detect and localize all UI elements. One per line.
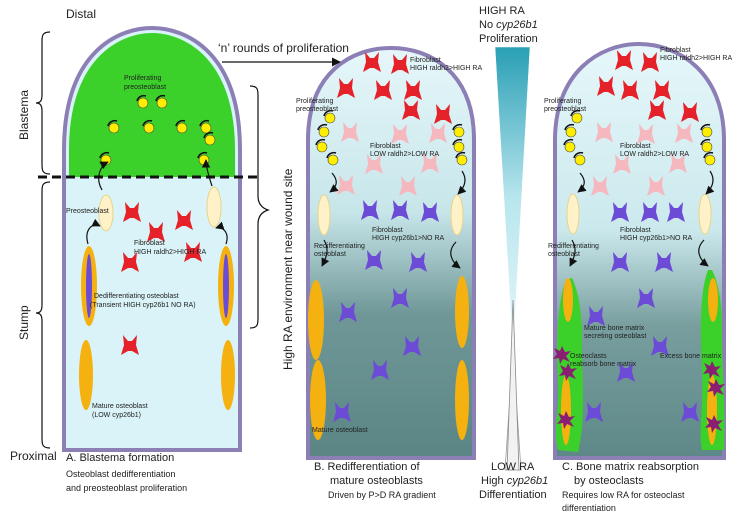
c-fib-cyp-2: HIGH cyp26b1>NO RA (620, 235, 692, 242)
c-fib-high-2: HIGH raldh2>HIGH RA (660, 55, 732, 62)
a-caption-line3: and preosteoblast proliferation (66, 483, 187, 493)
c-rediff-2: osteoblast (548, 251, 580, 258)
b-fib-low-1: Fibroblast (370, 143, 401, 150)
high-cyp26b1-label: High cyp26b1 (481, 475, 548, 487)
b-prolif-2: preosteoblast (296, 106, 338, 113)
a-mature-label-1: Mature osteoblast (92, 403, 148, 410)
proximal-label: Proximal (10, 449, 57, 463)
a-preosteoblast-label: Preosteoblast (66, 208, 109, 215)
b-rediff-1: Redifferentiating (314, 243, 365, 250)
b-prolif-1: Proliferating (296, 98, 333, 105)
c-excess-matrix: Excess bone matrix (660, 353, 722, 360)
high-ra-label: HIGH RA (479, 5, 526, 17)
panel-a (38, 25, 262, 452)
b-caption-title: B. Redifferentiation of (314, 461, 421, 473)
b-mature-label: Mature osteoblast (312, 427, 368, 434)
panel-c-outline (553, 41, 726, 460)
stump-label: Stump (17, 305, 31, 340)
proliferation-rounds-label: ‘n’ rounds of proliferation (218, 41, 349, 55)
c-caption-line3: Requires low RA for osteoclast (562, 490, 685, 500)
a-prolif-label-1: Proliferating (124, 75, 161, 82)
c-rediff-1: Redifferentiating (548, 243, 599, 250)
a-prolif-label-2: preosteoblast (124, 84, 166, 91)
c-fib-cyp-1: Fibroblast (620, 227, 651, 234)
c-osteoclast-2: reabsorb bone matrix (570, 361, 637, 368)
b-fib-high-2: HIGH raldh2>HIGH RA (410, 65, 482, 72)
panel-b-outline (306, 45, 476, 460)
c-prolif-2: preosteoblast (544, 106, 586, 113)
wound-site-label: High RA environment near wound site (281, 168, 295, 370)
low-ra-label: LOW RA (491, 461, 535, 473)
a-fibroblast-label-2: HIGH raldh2>HIGH RA (134, 249, 206, 256)
c-caption-title: C. Bone matrix reabsorption (562, 461, 699, 473)
c-matrix-1: Mature bone matrix (584, 325, 645, 332)
a-caption-title: A. Blastema formation (66, 452, 174, 464)
a-fibroblast-label-1: Fibroblast (134, 240, 165, 247)
a-dediff-label-1: Dedifferentiating osteoblast (94, 293, 179, 300)
c-fib-high-1: Fibroblast (660, 47, 691, 54)
stump-brace (35, 181, 51, 449)
a-mature-label-2: (LOW cyp26b1) (92, 412, 141, 419)
proliferation-label: Proliferation (479, 33, 538, 45)
c-prolif-1: Proliferating (544, 98, 581, 105)
no-cyp26b1-label: No cyp26b1 (479, 19, 538, 31)
b-fib-low-2: LOW raldh2>LOW RA (370, 151, 439, 158)
c-matrix-2: secreting osteoblast (584, 333, 646, 340)
distal-label: Distal (66, 7, 96, 21)
blastema-label: Blastema (17, 90, 31, 140)
a-dediff-label-2: (Transient HIGH cyp26b1 NO RA) (90, 302, 196, 309)
c-osteoclast-1: Osteoclasts (570, 353, 607, 360)
c-fib-low-1: Fibroblast (620, 143, 651, 150)
b-caption-line3: Driven by P>D RA gradient (328, 490, 436, 500)
blastema-region (69, 33, 235, 177)
b-fib-cyp-1: Fibroblast (372, 227, 403, 234)
panel-c (553, 41, 726, 460)
b-fib-cyp-2: HIGH cyp26b1>NO RA (372, 235, 444, 242)
wound-site-brace (249, 85, 270, 329)
panel-b (306, 45, 476, 460)
b-caption-line2: mature osteoblasts (330, 475, 423, 487)
b-rediff-2: osteoblast (314, 251, 346, 258)
b-fib-high-1: Fibroblast (410, 57, 441, 64)
blastema-brace (35, 31, 51, 175)
differentiation-label: Differentiation (479, 489, 547, 501)
ra-gradient-wedge (494, 46, 531, 353)
a-caption-line2: Osteoblast dedifferentiation (66, 469, 175, 479)
c-fib-low-2: LOW raldh2>LOW RA (620, 151, 689, 158)
c-caption-line4: differentiation (562, 503, 616, 513)
c-caption-line2: by osteoclasts (574, 475, 644, 487)
